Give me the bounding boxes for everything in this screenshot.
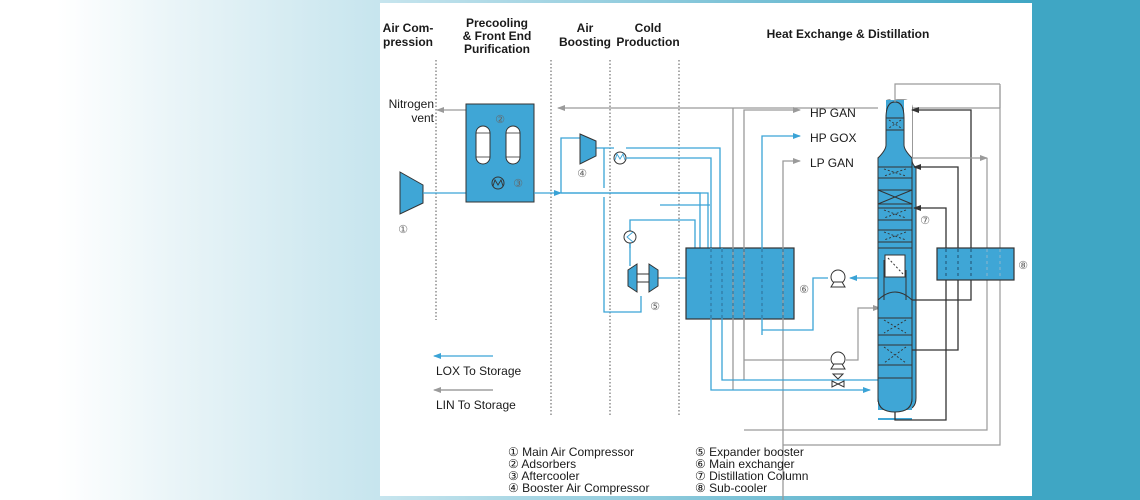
svg-text:Purification: Purification (464, 42, 530, 56)
svg-text:Air Com-: Air Com- (383, 21, 434, 35)
lox-pump-icon (830, 269, 846, 288)
adsorber-vessel-icon (475, 125, 491, 165)
label-main-exchanger-number: ⑥ (799, 283, 809, 296)
section-header-air-compression: Air Com- pression (383, 21, 434, 49)
label-main-air-compressor-number: ① (398, 223, 408, 236)
column-mask (904, 100, 912, 158)
label-subcooler-number: ⑧ (1018, 259, 1028, 272)
column-mask (878, 100, 886, 158)
nitrogen-vent-label: Nitrogen vent (389, 97, 435, 125)
column-packing-x (883, 119, 907, 364)
reboiler-condenser-icon (877, 254, 913, 301)
subcooler-internal-passes (945, 249, 1001, 279)
svg-text:vent: vent (411, 111, 434, 125)
svg-text:Precooling: Precooling (466, 16, 528, 30)
key-item: ① Main Air Compressor (508, 445, 634, 459)
label-aftercooler-number: ③ (513, 177, 523, 190)
legend-lox: LOX To Storage (436, 364, 521, 378)
svg-text:Air: Air (577, 21, 594, 35)
lin-pump-icon (830, 351, 846, 370)
expander-booster-icon (627, 263, 659, 293)
equipment-key: ① Main Air Compressor ② Adsorbers ③ Afte… (508, 445, 808, 495)
lin-pump-loop (744, 305, 881, 361)
valve-icon (831, 373, 845, 388)
column-vapor-lines (744, 83, 1001, 446)
label-hp-gan: HP GAN (810, 106, 856, 120)
storage-legend: LOX To Storage LIN To Storage (433, 353, 521, 412)
main-exchanger (685, 247, 795, 320)
svg-text:Nitrogen: Nitrogen (389, 97, 434, 111)
main-air-compressor-icon (399, 171, 424, 215)
key-item: ④ Booster Air Compressor (508, 481, 649, 495)
section-header-precooling: Precooling & Front End Purification (463, 16, 532, 56)
exchanger-feed-lines (561, 157, 712, 248)
label-column-number: ⑦ (920, 214, 930, 227)
precooling-unit (465, 103, 535, 203)
key-item: ② Adsorbers (508, 457, 576, 471)
column-packing (877, 117, 913, 379)
label-hp-gox: HP GOX (810, 131, 856, 145)
expander-cooler-icon (623, 230, 637, 244)
svg-text:Boosting: Boosting (559, 35, 611, 49)
adsorber-vessel-icon (505, 125, 521, 165)
column-reflux-lines (894, 107, 972, 421)
booster-air-compressor-icon (579, 133, 597, 165)
lox-pump-loop (762, 275, 880, 331)
key-item: ⑧ Sub-cooler (695, 481, 767, 495)
section-header-air-boosting: Air Boosting (559, 21, 611, 49)
label-adsorbers-number: ② (495, 113, 505, 126)
right-accent-band (1032, 0, 1140, 500)
svg-text:pression: pression (383, 35, 433, 49)
label-expander-number: ⑤ (650, 300, 660, 313)
key-item: ⑥ Main exchanger (695, 457, 794, 471)
expander-loop-lines (629, 219, 696, 279)
legend-lin: LIN To Storage (436, 398, 516, 412)
label-lp-gan: LP GAN (810, 156, 854, 170)
svg-text:& Front End: & Front End (463, 29, 532, 43)
sub-cooler (936, 247, 1015, 281)
section-header-heat-exchange: Heat Exchange & Distillation (767, 27, 930, 41)
key-item: ⑤ Expander booster (695, 445, 804, 459)
svg-text:Cold: Cold (635, 21, 662, 35)
section-dividers (435, 60, 680, 415)
section-header-cold-production: Cold Production (616, 21, 679, 49)
key-item: ③ Aftercooler (508, 469, 579, 483)
aftercooler-icon (491, 176, 505, 190)
label-booster-number: ④ (577, 167, 587, 180)
svg-text:Production: Production (616, 35, 679, 49)
key-item: ⑦ Distillation Column (695, 469, 808, 483)
booster-aftercooler-icon (613, 151, 627, 165)
